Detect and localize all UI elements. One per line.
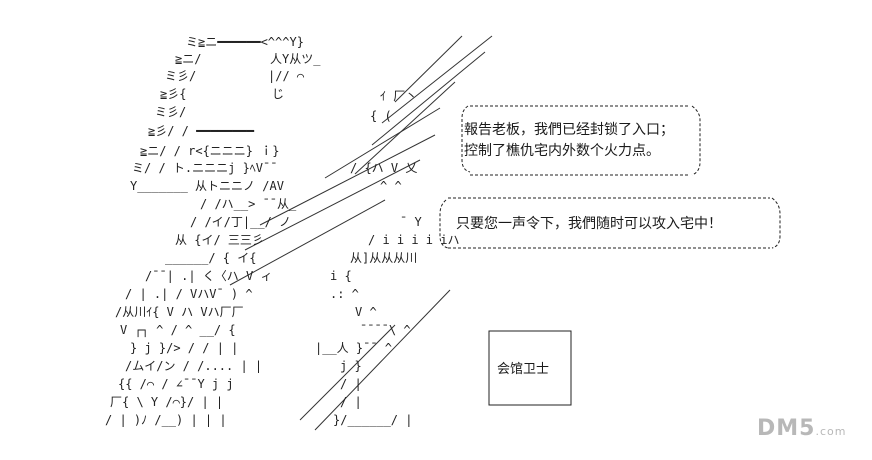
- svg-text:じ: じ: [272, 87, 284, 101]
- order-text: 只要您一声令下，我們随时可以攻入宅中！: [456, 216, 722, 232]
- svg-text:.: ^: .: ^: [330, 287, 359, 301]
- svg-text:^ ^: ^ ^: [380, 179, 402, 193]
- report-text: 報告老板，我們已经封锁了入口； 控制了樵仇宅内外数个火力点。: [464, 120, 674, 162]
- watermark-brand: DM5: [757, 416, 816, 441]
- svg-text:/¯¯| .| く〈ハ V ィ: /¯¯| .| く〈ハ V ィ: [145, 269, 272, 283]
- svg-text:从]从从从川: 从]从从从川: [350, 251, 417, 265]
- svg-text:人Y从ツ_: 人Y从ツ_: [270, 52, 321, 66]
- svg-text:/ {ハ V 乂: / {ハ V 乂: [350, 161, 417, 175]
- svg-text:ｲ 厂丶: ｲ 厂丶: [380, 89, 417, 103]
- svg-text:/ | )ﾉ /__) | | |: / | )ﾉ /__) | | |: [105, 413, 227, 427]
- svg-text:}/______/ |: }/______/ |: [333, 413, 412, 427]
- svg-text:/ |: / |: [340, 377, 362, 391]
- svg-text:ミ≧ニ━━━━━━<^^^Y}: ミ≧ニ━━━━━━<^^^Y}: [186, 35, 304, 49]
- speaker-caption: 会馆卫士: [497, 362, 550, 377]
- character-figure: ミ≧ニ━━━━━━<^^^Y} ≧ニ/人Y从ツ_ ミ彡/ |// ⌒ ≧彡{ じ ミ…: [105, 35, 459, 427]
- svg-text:≧彡{: ≧彡{: [160, 87, 186, 101]
- speed-lines: [229, 35, 493, 431]
- svg-text:ミ彡/: ミ彡/: [155, 105, 186, 119]
- report-line-1: 報告老板，我們已经封锁了入口；: [464, 122, 674, 138]
- svg-text:/ |: / |: [340, 395, 362, 409]
- svg-text:≧ニ/: ≧ニ/: [175, 52, 201, 66]
- watermark-suffix: .com: [815, 425, 847, 438]
- watermark-logo: DM5.com: [757, 416, 846, 441]
- svg-text:V ┌┐ ^ / ^ __/ {: V ┌┐ ^ / ^ __/ {: [120, 323, 236, 337]
- svg-text:{ (: { (: [370, 109, 392, 123]
- svg-text:/ムイ/ン / /.... | |: /ムイ/ン / /.... | |: [125, 359, 262, 373]
- svg-text:} j }/> / / | |: } j }/> / / | |: [130, 341, 238, 355]
- svg-text:Y_______ 从トニニノ /AV: Y_______ 从トニニノ /AV: [130, 179, 284, 193]
- speech-bubble-order: [439, 197, 781, 249]
- svg-text:¯¯¯¯\ ^: ¯¯¯¯\ ^: [360, 323, 411, 337]
- svg-text:≧ニ/ / r<{ニニニ} ｉ}: ≧ニ/ / r<{ニニニ} ｉ}: [140, 144, 279, 158]
- svg-text:ミ/ / ト.ニニニj }ﾍV¯¯: ミ/ / ト.ニニニj }ﾍV¯¯: [132, 161, 277, 175]
- svg-text:从 {イ/ 三三彡: 从 {イ/ 三三彡: [175, 233, 264, 247]
- svg-text:|// ⌒: |// ⌒: [268, 69, 304, 83]
- svg-text:j }: j }: [340, 359, 362, 373]
- svg-text:/ /ハ__> ¯¯从_: / /ハ__> ¯¯从_: [200, 197, 297, 211]
- svg-text:≧彡/ / ━━━━━━━━: ≧彡/ / ━━━━━━━━: [148, 124, 255, 138]
- svg-text:{{ /⌒ / ∠¯¯Y j j: {{ /⌒ / ∠¯¯Y j j: [118, 377, 234, 391]
- svg-text:|__人 }¯¯ ^: |__人 }¯¯ ^: [315, 341, 392, 355]
- svg-text:¯ Y: ¯ Y: [400, 215, 422, 229]
- svg-text:/ | .| / VハV¯ ) ^: / | .| / VハV¯ ) ^: [125, 287, 253, 301]
- svg-text:厂{ \ Y /⌒}/ | |: 厂{ \ Y /⌒}/ | |: [110, 395, 223, 409]
- svg-text:/从川ｲ{ V ハ Vハ厂厂: /从川ｲ{ V ハ Vハ厂厂: [115, 305, 244, 319]
- svg-text:ミ彡/: ミ彡/: [165, 69, 196, 83]
- svg-text:V ^: V ^: [355, 305, 377, 319]
- svg-text:/ /イ/丁|__/ ノ: / /イ/丁|__/ ノ: [190, 215, 291, 229]
- report-line-2: 控制了樵仇宅内外数个火力点。: [464, 143, 660, 159]
- svg-text:______/ { イ{: ______/ { イ{: [165, 251, 256, 265]
- svg-text:i {: i {: [330, 269, 352, 283]
- speech-bubble-report: [461, 105, 701, 176]
- svg-text:/ i i i i iハ: / i i i i iハ: [368, 233, 459, 247]
- caption-box: [488, 330, 572, 406]
